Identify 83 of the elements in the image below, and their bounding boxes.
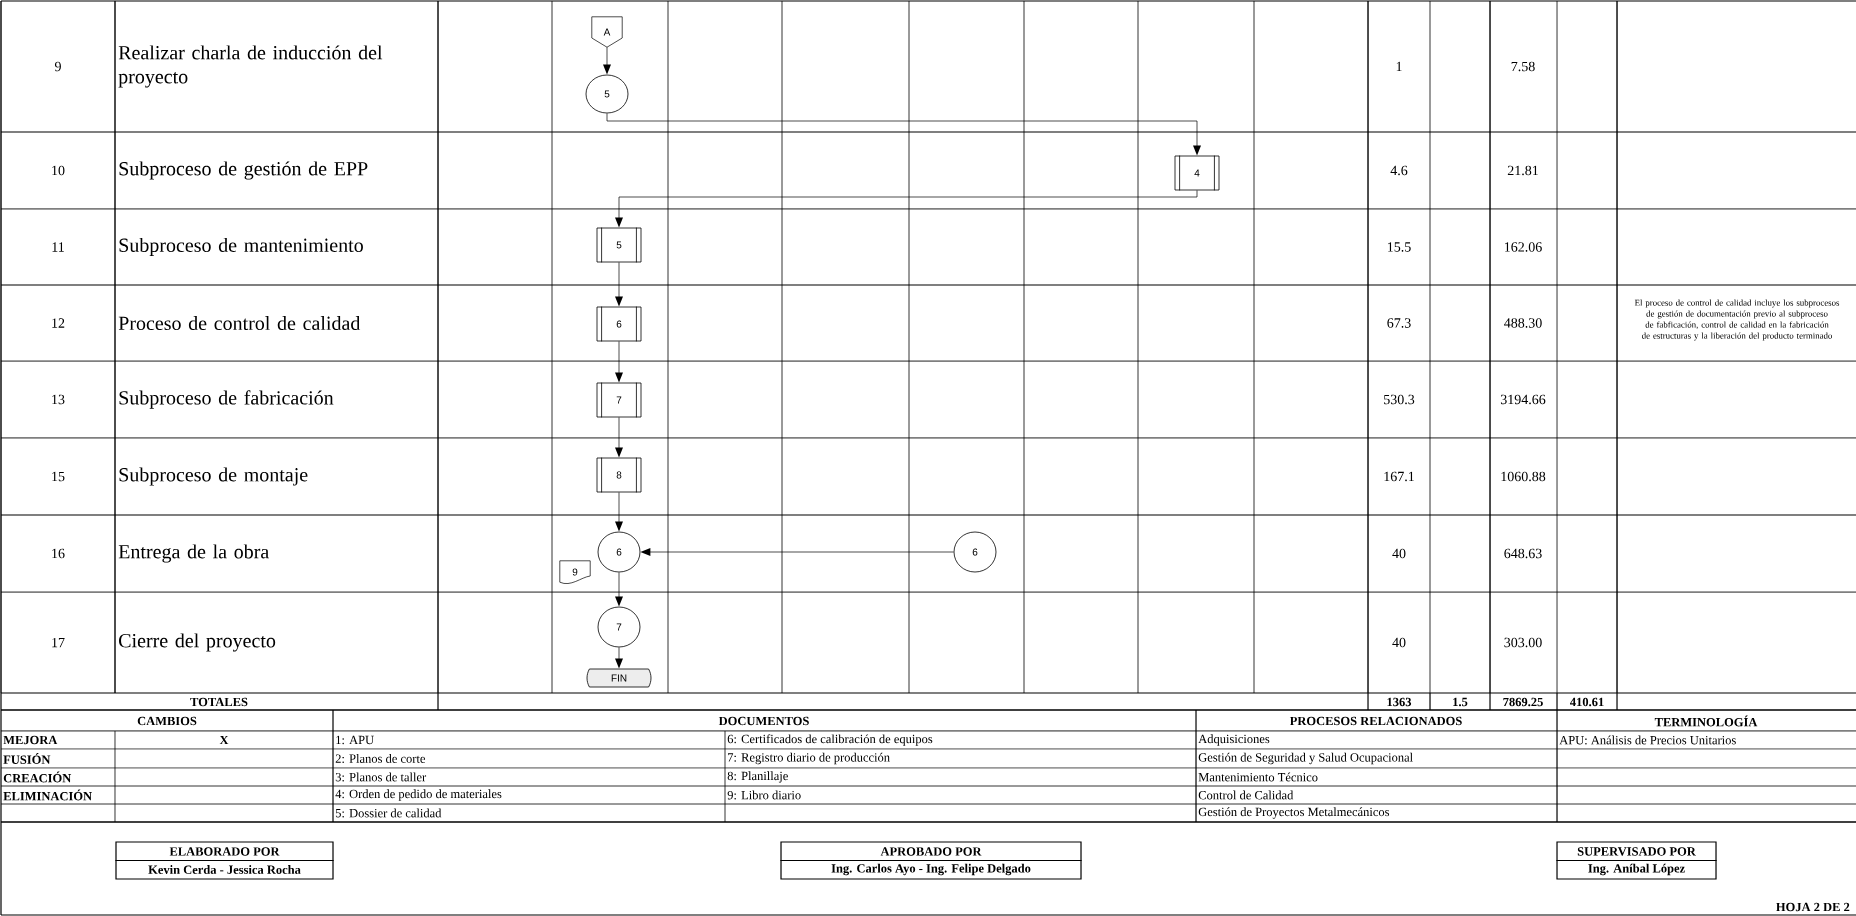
arrow bbox=[615, 572, 623, 607]
arrow bbox=[615, 341, 623, 383]
time-value: 15.5 bbox=[1388, 242, 1411, 252]
activity-text: Entrega de la obra bbox=[118, 544, 269, 563]
cost-value: 1060.88 bbox=[1501, 471, 1546, 482]
total-value: 1.5 bbox=[1453, 697, 1468, 707]
term-definition: APU: Análisis de Precios Unitarios bbox=[1559, 735, 1736, 745]
cost-value: 21.81 bbox=[1507, 165, 1538, 176]
activity-text: Subproceso de gestión de EPP bbox=[119, 161, 368, 180]
activity-text: Cierre del proyecto bbox=[119, 633, 276, 652]
change-type: FUSIÓN bbox=[3, 753, 51, 764]
total-value: 1363 bbox=[1387, 697, 1412, 707]
subprocess-box: 6 bbox=[596, 306, 642, 342]
column-header: CAMBIOS bbox=[137, 716, 197, 726]
signature-box: APROBADO POR Ing. Carlos Ayo - Ing. Felipe Delgado bbox=[779, 841, 1083, 880]
arrow bbox=[615, 262, 623, 307]
time-value: 167.1 bbox=[1384, 471, 1414, 482]
subprocess-box: 5 bbox=[596, 227, 642, 263]
document-item: 6: Certificados de calibración de equipos bbox=[727, 734, 933, 746]
activity-text: Realizar charla de inducción del proyecto bbox=[118, 45, 383, 88]
subprocess-box: 8 bbox=[596, 457, 642, 493]
document-item: 3: Planos de taller bbox=[335, 772, 427, 782]
document-item: 1: APU bbox=[336, 735, 374, 745]
cost-value: 648.63 bbox=[1504, 548, 1542, 559]
cost-value: 7.58 bbox=[1511, 61, 1535, 72]
signature-box: ELABORADO POR Kevin Cerda - Jessica Rocha bbox=[114, 841, 335, 880]
arrow bbox=[615, 492, 623, 532]
time-value: 530.3 bbox=[1384, 394, 1415, 405]
related-process: Gestión de Proyectos Metalmecánicos bbox=[1198, 807, 1390, 819]
change-type: CREACIÓN bbox=[3, 771, 72, 783]
time-value: 67.3 bbox=[1387, 318, 1411, 328]
note-text: El proceso de control de calidad incluye los subprocesos de gestión de documentación previo al subproceso de fabficación, control de calidad en la fabricación de estructuras y la liberación del producto terminado bbox=[1634, 299, 1840, 341]
activity-text: Subproceso de fabricación bbox=[119, 390, 334, 409]
related-process: Control de Calidad bbox=[1198, 790, 1294, 800]
arrow bbox=[606, 113, 1201, 156]
subprocess-box: 7 bbox=[596, 382, 642, 418]
total-value: 7869.25 bbox=[1503, 697, 1543, 707]
cost-value: 162.06 bbox=[1505, 242, 1542, 252]
time-value: 4.6 bbox=[1390, 165, 1408, 176]
related-process: Adquisiciones bbox=[1198, 734, 1270, 746]
row-number: 12 bbox=[52, 318, 65, 328]
sheet-number: HOJA 2 DE 2 bbox=[1776, 902, 1850, 912]
offpage-connector: A bbox=[591, 16, 623, 48]
activity-text: Proceso de control de calidad bbox=[118, 315, 361, 331]
column-header: DOCUMENTOS bbox=[718, 716, 809, 726]
column-header: PROCESOS RELACIONADOS bbox=[1289, 716, 1462, 726]
time-value: 1 bbox=[1396, 61, 1402, 72]
arrow bbox=[615, 417, 623, 458]
time-value: 40 bbox=[1392, 637, 1406, 648]
subprocess-box: 4 bbox=[1174, 155, 1220, 191]
cost-value: 488.30 bbox=[1504, 318, 1542, 328]
document-item: 4: Orden de pedido de materiales bbox=[335, 789, 502, 801]
related-process: Mantenimiento Técnico bbox=[1198, 772, 1318, 782]
document-item: 9: Libro diario bbox=[727, 790, 801, 800]
row-number: 11 bbox=[52, 242, 64, 252]
change-type: MEJORA bbox=[3, 735, 58, 745]
totals-label: TOTALES bbox=[190, 697, 248, 707]
activity-text: Subproceso de mantenimiento bbox=[119, 237, 363, 257]
row-number: 15 bbox=[52, 471, 65, 482]
change-type: ELIMINACIÓN bbox=[3, 789, 92, 801]
arrow bbox=[603, 46, 611, 75]
activity-text: Subproceso de montaje bbox=[119, 467, 308, 486]
document-item: 2: Planos de corte bbox=[335, 754, 426, 763]
row-number: 13 bbox=[52, 394, 65, 405]
arrow bbox=[640, 548, 954, 556]
arrow bbox=[615, 190, 1198, 228]
change-mark: X bbox=[219, 735, 229, 745]
column-header: TERMINOLOGÍA bbox=[1654, 715, 1758, 727]
end-terminator: FIN bbox=[586, 668, 652, 688]
related-process: Gestión de Seguridad y Salud Ocupacional bbox=[1198, 752, 1413, 765]
signature-box: SUPERVISADO POR Ing. Aníbal López bbox=[1555, 841, 1718, 880]
document-item: 5: Dossier de calidad bbox=[335, 808, 442, 818]
cost-value: 3194.66 bbox=[1500, 394, 1546, 405]
arrow bbox=[615, 647, 623, 669]
total-value: 410.61 bbox=[1570, 697, 1604, 707]
document-item: 7: Registro diario de producción bbox=[728, 752, 890, 765]
row-number: 9 bbox=[54, 61, 61, 72]
row-number: 17 bbox=[52, 637, 65, 648]
row-number: 16 bbox=[52, 548, 65, 559]
row-number: 10 bbox=[52, 165, 65, 176]
time-value: 40 bbox=[1392, 548, 1406, 559]
document-item: 8: Planillaje bbox=[727, 771, 788, 783]
cost-value: 303.00 bbox=[1504, 637, 1542, 648]
